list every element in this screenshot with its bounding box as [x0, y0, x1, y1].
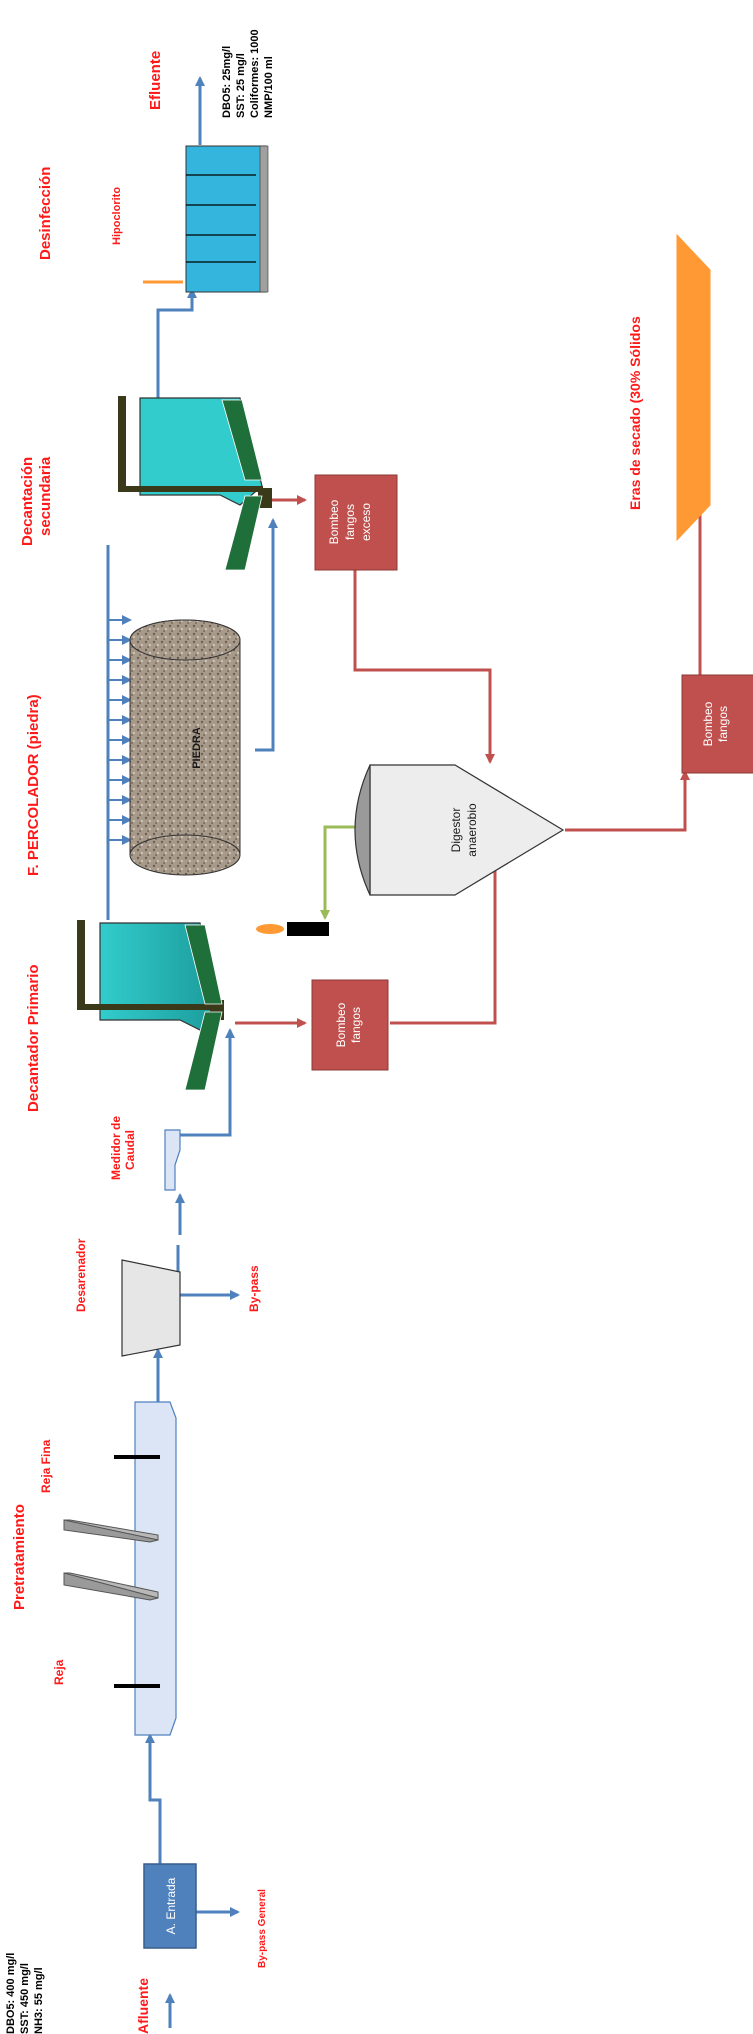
hipoclorito-label: Hipoclorito [111, 187, 123, 245]
bombeo-1-label-2: fangos [349, 1007, 363, 1043]
desarenador [121, 1259, 181, 1357]
distributor-arrows [108, 615, 132, 845]
pretreatment-channel [63, 1401, 177, 1736]
entrada-box: A. Entrada [143, 1863, 197, 1949]
effluent-param-4: NMP/100 ml [263, 56, 275, 118]
desinfeccion-tank [143, 145, 269, 293]
bombeo-fangos-secado: Bombeo fangos [681, 674, 753, 774]
medidor-caudal [164, 1129, 181, 1191]
percolador [129, 619, 241, 876]
bombeo-exceso-label-1: Bombeo [327, 499, 341, 544]
effluent-param-1: DBO5: 25mg/l [221, 46, 233, 118]
eras-label: Eras de secado (30% Sólidos [627, 316, 643, 510]
water-lines [106, 76, 278, 2028]
percolador-label: F. PERCOLADOR (piedra) [25, 694, 42, 876]
medidor-label-2: Caudal [123, 1130, 137, 1170]
influent-title: Afluente [135, 1978, 151, 2034]
bombeo-1-label-1: Bombeo [334, 1002, 348, 1047]
influent-param-1: DBO5: 400 mg/l [5, 1953, 17, 2034]
influent-param-3: NH3: 55 mg/l [33, 1967, 45, 2034]
bypass-general-label: By-pass General [257, 1889, 268, 1968]
digestor-label-1: Digestor [449, 808, 463, 853]
effluent-param-2: SST: 25 mg/l [235, 53, 247, 118]
digestor-anaerobio: Digestor anaerobio [354, 764, 565, 896]
bypass-label: By-pass [247, 1265, 261, 1312]
medidor-label-1: Medidor de [109, 1116, 123, 1180]
effluent-params: DBO5: 25mg/l SST: 25 mg/l Coliformes: 10… [221, 29, 275, 118]
sludge-lines [235, 468, 705, 1028]
effluent-param-3: Coliformes: 1000 [249, 29, 261, 118]
digestor-label-2: anaerobio [465, 803, 479, 857]
piedra-label: PIEDRA [191, 727, 203, 769]
decantador-primario [77, 920, 224, 1091]
gas-burner [256, 922, 329, 936]
desinfeccion-label: Desinfección [37, 167, 54, 260]
decantacion-label-1: Decantación [19, 457, 36, 546]
bombeo-2-label-1: Bombeo [701, 701, 715, 746]
bombeo-exceso-label-2: fangos [343, 504, 357, 540]
reja-fina-label: Reja Fina [39, 1439, 53, 1493]
reja-label: Reja [52, 1659, 66, 1685]
efluente-label: Efluente [147, 51, 164, 110]
pretratamiento-label: Pretratamiento [11, 1504, 28, 1610]
bombeo-2-label-2: fangos [716, 706, 730, 742]
decantador-primario-label: Decantador Primario [25, 964, 42, 1112]
desarenador-label: Desarenador [74, 1238, 88, 1312]
eras-de-secado [676, 233, 711, 542]
bombeo-fangos-primario: Bombeo fangos [311, 979, 389, 1071]
decantacion-label-2: secundaria [37, 456, 54, 536]
bombeo-exceso-label-3: exceso [359, 503, 373, 541]
bombeo-fangos-exceso: Bombeo fangos exceso [314, 474, 398, 571]
influent-label-group: Afluente DBO5: 400 mg/l SST: 450 mg/l NH… [5, 1953, 151, 2034]
entrada-label: A. Entrada [164, 1877, 178, 1934]
decantador-secundario [118, 396, 272, 571]
influent-param-2: SST: 450 mg/l [19, 1963, 31, 2034]
